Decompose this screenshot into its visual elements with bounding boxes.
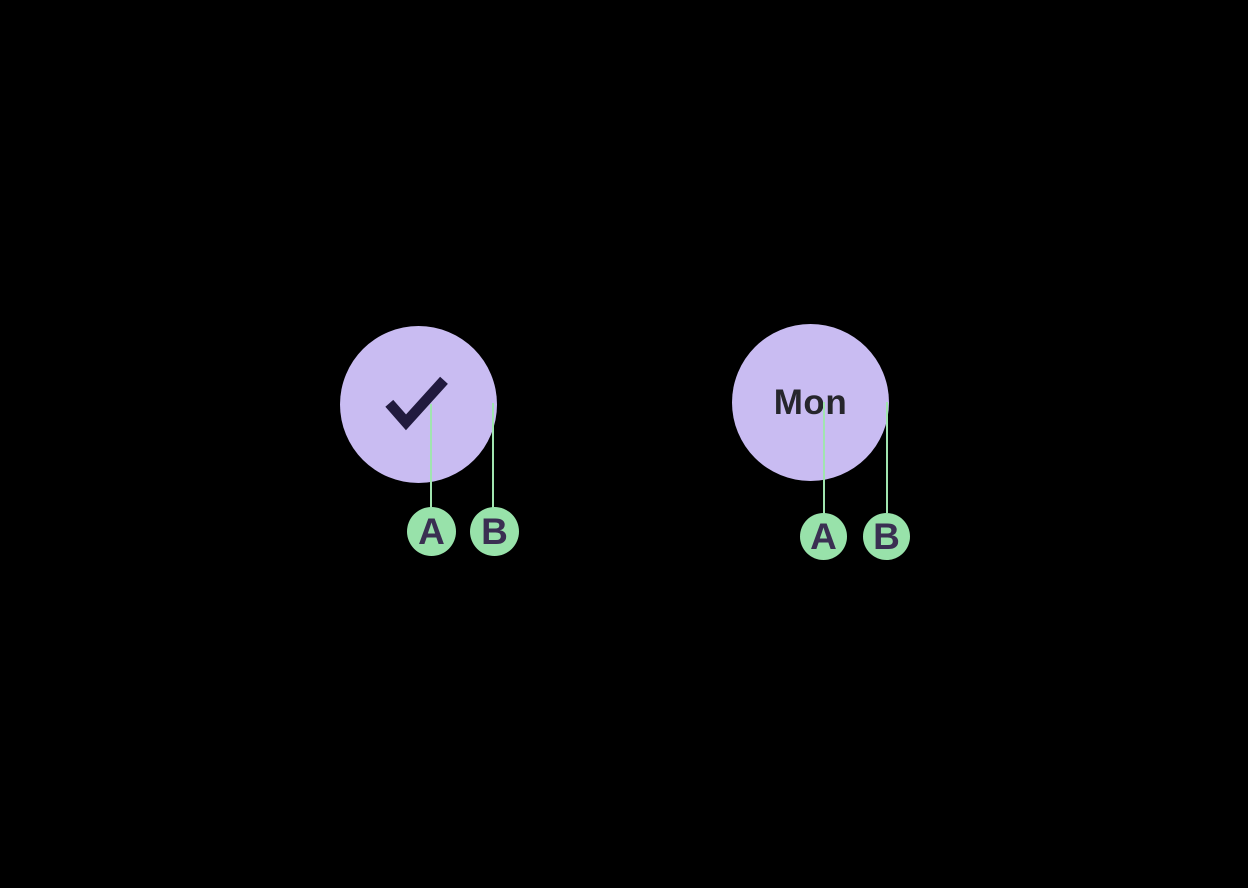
node-mon[interactable]: Mon [732,324,889,481]
edge-mon-to-port-b [886,402,888,513]
checkmark-icon [385,376,448,431]
port-a-mon[interactable]: A [800,513,847,560]
edge-mon-to-port-a [823,402,825,514]
edge-checked-to-port-b [492,403,494,508]
edge-checked-to-port-a [430,404,432,508]
port-b-mon[interactable]: B [863,513,910,560]
port-a-label: A [810,516,837,557]
node-mon-label: Mon [773,383,848,422]
port-a-checked[interactable]: A [407,507,456,556]
port-b-label: B [481,511,508,552]
port-b-label: B [873,516,900,557]
port-a-label: A [418,511,445,552]
port-b-checked[interactable]: B [470,507,519,556]
node-checked[interactable] [340,326,497,483]
